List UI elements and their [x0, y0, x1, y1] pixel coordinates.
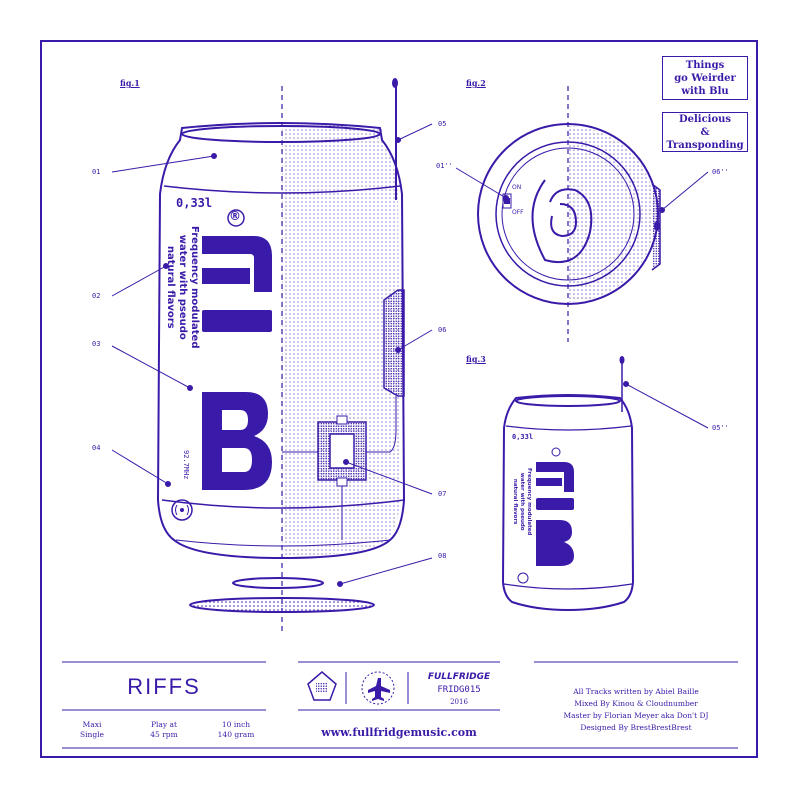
can-volume: 0,33l: [176, 196, 213, 210]
can-description-line-1: Frequency modulated: [189, 226, 200, 349]
callout-04: 04: [92, 444, 101, 452]
callout-06: 06: [438, 326, 447, 334]
outer-border: [40, 40, 758, 758]
switch-on-label: ON: [512, 184, 522, 191]
can-description-line-2: water with pseudo: [177, 234, 188, 340]
small-can-description: Frequency modulated water with pseudo na…: [511, 468, 532, 535]
tagline-1-line-2: go Weirder: [674, 72, 736, 84]
credit-line-3: Master by Florian Meyer aka Don't DJ: [563, 711, 709, 720]
callout-01-prime: 01'': [436, 162, 453, 170]
can-frequency: 92.7MHz: [182, 450, 190, 480]
small-can-description-line-3: natural flavors: [512, 478, 518, 525]
can-description: Frequency modulated water with pseudo na…: [164, 226, 200, 348]
callout-01: 01: [92, 168, 101, 176]
tagline-box-weirder: Things go Weirder with Blu: [662, 56, 748, 100]
credit-line-2: Mixed By Kinou & Cloudnumber: [574, 699, 698, 708]
release-title: RIFFS: [127, 674, 201, 699]
small-can: [501, 356, 635, 612]
can-description-line-3: natural flavors: [165, 245, 176, 329]
format-line-1: Maxi: [82, 720, 102, 729]
small-can-volume: 0,33l: [512, 433, 534, 441]
tagline-2-line-1: Delicious: [678, 113, 732, 125]
credit-line-1: All Tracks written by Abiel Baille: [573, 687, 699, 696]
format-info: Maxi Single: [62, 720, 122, 740]
callout-03: 03: [92, 340, 101, 348]
credit-line-4: Designed By BrestBrestBrest: [580, 723, 692, 732]
callout-06-prime: 06'': [712, 168, 729, 176]
radio-wave-icon: [171, 499, 193, 521]
format-line-2: Single: [79, 730, 104, 739]
fig1-leaders: [111, 123, 433, 587]
fig-2-label: fig.2: [466, 78, 486, 88]
footer-rules: [62, 661, 738, 749]
speed-line-2: 45 rpm: [150, 730, 178, 739]
callout-05: 05: [438, 120, 447, 128]
size-line-1: 10 inch: [221, 720, 251, 729]
fig-3-label: fig.3: [466, 354, 486, 364]
speed-info: Play at 45 rpm: [134, 720, 194, 740]
tagline-1-line-3: with Blu: [681, 85, 729, 97]
airplane-icon: [361, 671, 395, 705]
credits: All Tracks written by Abiel Baille Mixed…: [534, 686, 738, 734]
fridge-logo-icon: [307, 671, 337, 701]
speed-line-1: Play at: [150, 720, 178, 729]
callout-02: 02: [92, 292, 101, 300]
callout-07: 07: [438, 490, 447, 498]
catalog-number: FRIDG015: [437, 685, 481, 695]
small-can-description-line-2: water with pseudo: [519, 472, 525, 531]
tagline-box-delicious: Delicious & Transponding: [662, 112, 748, 152]
callout-05-prime: 05'': [712, 424, 729, 432]
switch-off-label: OFF: [512, 209, 524, 216]
fig2-leaders: [455, 167, 709, 213]
callout-08: 08: [438, 552, 447, 560]
size-info: 10 inch 140 gram: [206, 720, 266, 740]
website-link[interactable]: www.fullfridgemusic.com: [321, 726, 477, 739]
can-top: [477, 86, 661, 342]
tagline-1-line-1: Things: [685, 59, 725, 71]
tagline-2-line-2: & Transponding: [666, 126, 744, 151]
release-year: 2016: [450, 698, 468, 706]
big-can: [156, 78, 406, 632]
small-can-description-line-1: Frequency modulated: [526, 468, 532, 536]
label-name: FULLFRIDGE: [427, 672, 491, 682]
size-line-2: 140 gram: [217, 730, 255, 739]
fig3-leaders: [623, 381, 709, 429]
can-registered-mark: ®: [229, 209, 241, 223]
fig-1-label: fig.1: [120, 78, 140, 88]
